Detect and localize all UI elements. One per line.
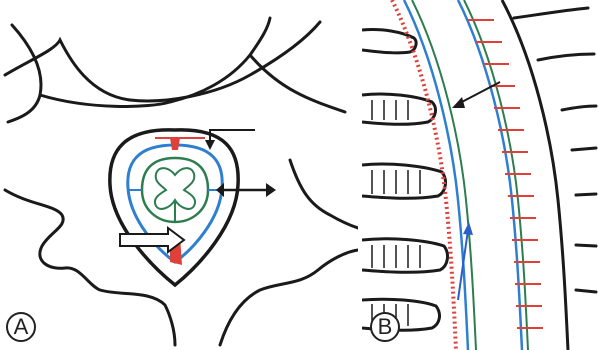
vertebral-arch-outline (8, 18, 345, 122)
panel-a-label: A (6, 312, 36, 342)
panel-b: B (362, 0, 598, 350)
spinal-longitudinal-diagram (362, 0, 598, 350)
posterior-ligament (170, 138, 180, 150)
arrow-top-pointer (210, 130, 255, 148)
vertebral-body-ridges (372, 100, 420, 326)
vertebral-bodies (362, 29, 447, 330)
blue-arrow-line (458, 230, 468, 300)
ligamentum-rungs (468, 20, 543, 328)
hollow-arrow (120, 228, 184, 252)
vertebral-body-outline (5, 160, 358, 345)
arrow-top-head (205, 140, 215, 150)
vertebra-cross-section-diagram (0, 0, 358, 350)
pointer-arrow-head (452, 97, 465, 108)
spinous-processes (514, 8, 596, 292)
arrow-right-head-right (266, 183, 276, 197)
panel-b-label: B (370, 312, 400, 342)
lamina-curve (5, 22, 320, 101)
panel-a: A (0, 0, 358, 350)
